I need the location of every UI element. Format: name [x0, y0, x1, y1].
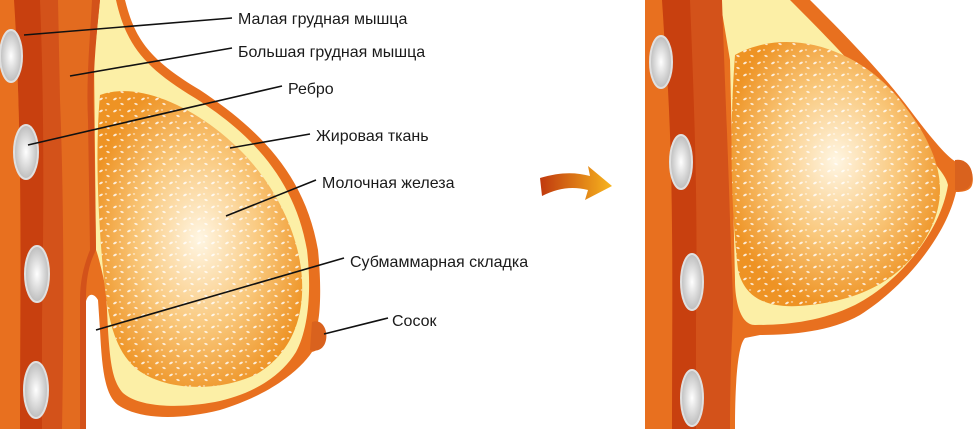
- leader-major-muscle: [69, 47, 233, 77]
- right-breast-figure: [645, 0, 973, 429]
- left-minor-pectoral: [12, 0, 44, 429]
- label-nipple: Сосок: [392, 313, 438, 330]
- leader-gland: [225, 179, 317, 217]
- right-major-pectoral: [688, 0, 733, 429]
- rib-icon: [24, 245, 50, 303]
- rib-icon: [13, 124, 39, 180]
- leader-lines: [23, 17, 389, 335]
- rib-icon: [680, 369, 704, 427]
- left-major-pectoral-inner: [58, 0, 92, 429]
- right-nipple: [955, 159, 973, 191]
- leader-nipple: [323, 317, 389, 335]
- rib-icon: [23, 361, 49, 419]
- rib-icon: [0, 29, 23, 83]
- rib-icon: [669, 134, 693, 190]
- rib-icon: [680, 253, 704, 311]
- transition-arrow-icon: [540, 166, 612, 200]
- rib-icon: [649, 35, 673, 89]
- label-minor-muscle: Малая грудная мышца: [238, 11, 407, 28]
- left-chest-wall: [0, 0, 20, 429]
- right-chest-wall: [645, 0, 672, 429]
- leader-fat: [229, 133, 311, 149]
- label-fat: Жировая ткань: [316, 128, 429, 145]
- leader-minor-muscle: [23, 17, 233, 36]
- leader-fold: [95, 257, 345, 331]
- label-major-muscle: Большая грудная мышца: [238, 44, 425, 61]
- labels: Малая грудная мышца Большая грудная мышц…: [238, 11, 528, 330]
- label-rib: Ребро: [288, 81, 334, 98]
- left-nipple: [310, 321, 327, 351]
- left-breast-figure: [0, 0, 327, 429]
- label-gland: Молочная железа: [322, 175, 455, 192]
- label-fold: Субмаммарная складка: [350, 254, 528, 271]
- leader-rib: [27, 85, 283, 146]
- right-minor-pectoral: [660, 0, 697, 429]
